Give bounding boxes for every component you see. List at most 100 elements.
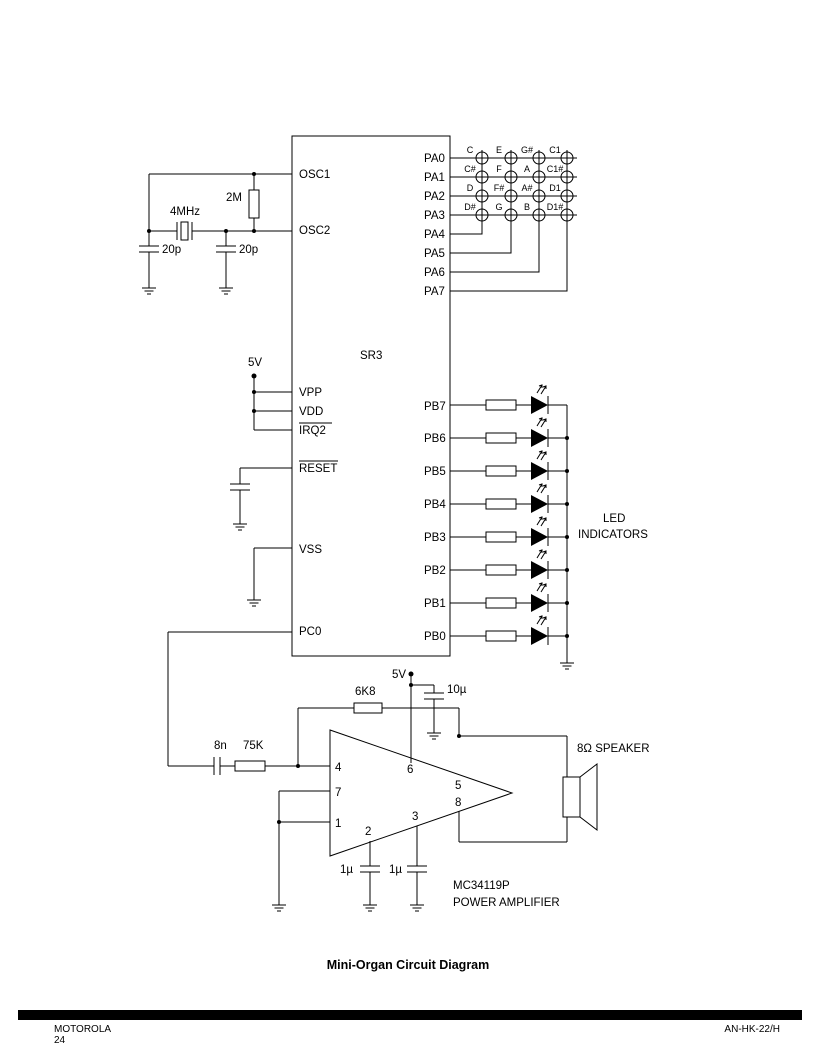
led-diode-icon [531, 594, 548, 612]
led-light-arrow [536, 483, 543, 493]
amplifier-circuit: 8n 75K 6K8 5V 10µ 8Ω SPEAKER [167, 631, 650, 912]
pin-pa7: PA7 [424, 286, 445, 298]
footer-doc-id: AN-HK-22/H [724, 1024, 780, 1035]
sr3-chip-body [291, 135, 451, 657]
key-note-label: C# [464, 164, 476, 174]
amplifier-triangle [329, 729, 514, 857]
led-resistor [485, 531, 517, 543]
crystal-4mhz [180, 221, 189, 241]
speaker-cone [579, 762, 598, 832]
pin-pc0: PC0 [299, 626, 321, 638]
resistor-6k8 [353, 702, 383, 714]
led-diode-icon [531, 462, 548, 480]
pin-osc1: OSC1 [299, 169, 330, 181]
pin-osc2: OSC2 [299, 225, 330, 237]
pin-pb7: PB7 [424, 401, 446, 413]
amp-pin-2: 2 [365, 826, 371, 838]
pin-pb1: PB1 [424, 598, 446, 610]
amp-pin-5: 5 [455, 780, 461, 792]
cap-pin3-label: 1µ [389, 864, 402, 876]
led-light-arrow [536, 516, 543, 526]
led-light-arrow [536, 450, 543, 460]
amp-pin-8: 8 [455, 797, 461, 809]
led-resistor [485, 597, 517, 609]
led-diode-icon [531, 561, 548, 579]
key-note-label: C1 [549, 145, 561, 155]
resistor-6k8-label: 6K8 [355, 686, 375, 698]
speaker-label: 8Ω SPEAKER [577, 743, 650, 755]
led-label-line1: LED [603, 513, 625, 525]
amp-part-label: MC34119P [453, 880, 510, 892]
led-diode-icon [531, 396, 548, 414]
pin-vdd: VDD [299, 406, 323, 418]
led-light-arrow [536, 549, 543, 559]
footer-company: MOTOROLA [54, 1024, 112, 1035]
key-note-label: A [524, 164, 530, 174]
pin-irq2: IRQ2 [299, 425, 326, 437]
cap-8n-label: 8n [214, 740, 227, 752]
pin-pa2: PA2 [424, 191, 445, 203]
key-note-label: G [495, 202, 502, 212]
amp-pin-4: 4 [335, 762, 342, 774]
pin-pa4: PA4 [424, 229, 445, 241]
pin-pb0: PB0 [424, 631, 446, 643]
supply-5v-label: 5V [248, 357, 262, 369]
amp-description-label: POWER AMPLIFIER [453, 897, 560, 909]
key-note-label: B [524, 202, 530, 212]
footer-page-number: 24 [54, 1035, 66, 1046]
pin-pb6: PB6 [424, 433, 446, 445]
pin-pa5: PA5 [424, 248, 445, 260]
pin-reset: RESET [299, 463, 337, 475]
amp-pin-7: 7 [335, 787, 341, 799]
pin-pa1: PA1 [424, 172, 445, 184]
led-resistor [485, 498, 517, 510]
led-light-arrow [536, 582, 543, 592]
crystal-label: 4MHz [170, 206, 200, 218]
pin-pb3: PB3 [424, 532, 446, 544]
pin-pb5: PB5 [424, 466, 446, 478]
led-resistor [485, 630, 517, 642]
pin-pa6: PA6 [424, 267, 445, 279]
led-light-arrow [536, 417, 543, 427]
key-note-label: C [467, 145, 474, 155]
amp-5v-label: 5V [392, 669, 406, 681]
resistor-75k-label: 75K [243, 740, 264, 752]
footer-left: MOTOROLA 24 [54, 1024, 111, 1046]
pin-pb2: PB2 [424, 565, 446, 577]
pin-vpp: VPP [299, 387, 322, 399]
cap-pin2-label: 1µ [340, 864, 353, 876]
key-note-label: D# [464, 202, 476, 212]
pin-pa0: PA0 [424, 153, 445, 165]
led-resistor [485, 465, 517, 477]
pin-pa3: PA3 [424, 210, 445, 222]
led-diode-icon [531, 627, 548, 645]
resistor-2m-label: 2M [226, 192, 242, 204]
cap2-label: 20p [239, 244, 258, 256]
led-light-arrow [536, 615, 543, 625]
key-note-label: A# [521, 183, 532, 193]
pin-pb4: PB4 [424, 499, 446, 511]
led-diode-icon [531, 528, 548, 546]
led-label-line2: INDICATORS [578, 529, 648, 541]
key-note-label: D1# [547, 202, 564, 212]
footer-bar [18, 1010, 802, 1020]
cap-10u-label: 10µ [447, 684, 467, 696]
key-note-label: D [467, 183, 474, 193]
chip-name: SR3 [360, 350, 382, 362]
chip-supply: 5V [230, 357, 292, 607]
amp-pin-6: 6 [407, 764, 413, 776]
led-light-arrow [536, 384, 543, 394]
key-note-label: E [496, 145, 502, 155]
led-diode-icon [531, 429, 548, 447]
cap1-label: 20p [162, 244, 181, 256]
amp-pin-3: 3 [412, 811, 418, 823]
led-resistor [485, 564, 517, 576]
key-note-label: C1# [547, 164, 564, 174]
key-note-label: G# [521, 145, 533, 155]
key-note-label: F# [494, 183, 505, 193]
led-resistor [485, 432, 517, 444]
amp-pin-1: 1 [335, 818, 341, 830]
led-indicators [450, 384, 575, 670]
